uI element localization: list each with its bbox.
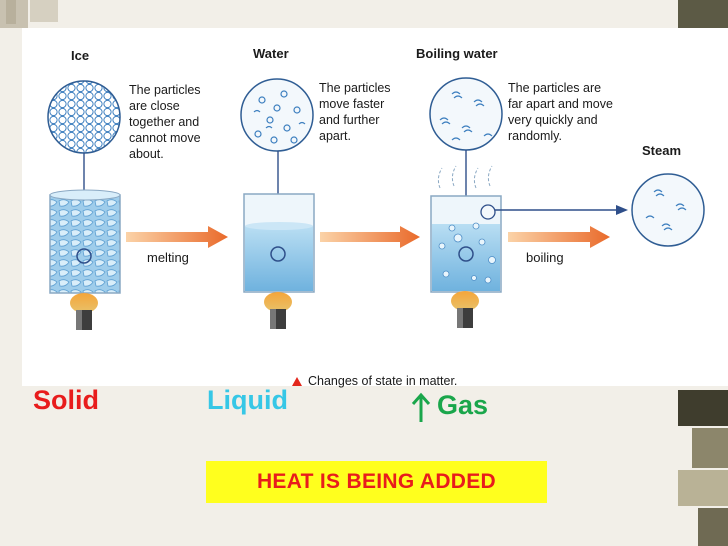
heating-arrow (320, 226, 420, 248)
boiling-water-stage (429, 77, 503, 328)
heat-banner: HEAT IS BEING ADDED (206, 461, 547, 503)
state-liquid-label: Liquid (207, 385, 288, 415)
boiling-arrow (508, 226, 610, 248)
up-arrow-icon (411, 392, 431, 422)
state-gas-label: Gas (437, 390, 489, 420)
heat-banner-text: HEAT IS BEING ADDED (256, 470, 497, 493)
steam-stage (631, 173, 705, 247)
water-particles-magnifier (240, 78, 314, 152)
steam-title: Steam (642, 143, 682, 158)
diagram-panel: Ice The particles are close together and… (22, 28, 728, 388)
decorative-squares-top (0, 0, 728, 28)
ice-stage (47, 80, 121, 330)
ice-description: The particles are close together and can… (129, 83, 201, 161)
triangle-marker-icon (292, 376, 302, 386)
boiling-water-title: Boiling water (416, 46, 498, 61)
ice-particles-magnifier (47, 80, 121, 154)
decorative-squares-right (678, 390, 728, 546)
figure-caption: Changes of state in matter. (292, 374, 457, 388)
melting-label: melting (147, 250, 189, 265)
states-of-matter-diagram (47, 77, 705, 330)
melting-arrow (126, 226, 228, 248)
steam-particles-magnifier (631, 173, 705, 247)
ice-title: Ice (71, 48, 90, 63)
water-stage (240, 78, 315, 329)
boiling-water-description: The particles are far apart and move ver… (508, 81, 613, 143)
ice-beaker (49, 194, 121, 294)
boiling-particles-magnifier (429, 77, 503, 151)
caption-text: Changes of state in matter. (308, 374, 458, 388)
water-description: The particles move faster and further ap… (319, 81, 391, 143)
state-solid-label: Solid (33, 385, 99, 415)
water-title: Water (253, 46, 289, 61)
boiling-label: boiling (526, 250, 564, 265)
